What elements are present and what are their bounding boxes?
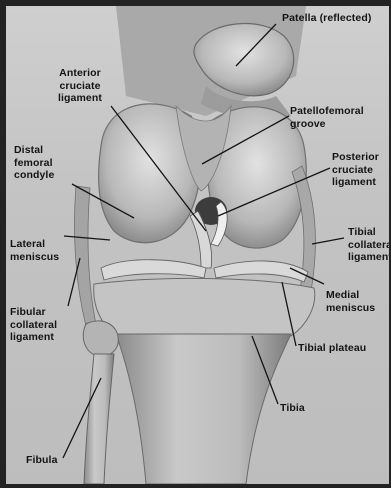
label-tibial-collateral-ligament: Tibial collateral ligament (348, 226, 389, 264)
label-tibial-plateau: Tibial plateau (298, 342, 366, 355)
lateral-meniscus-shape (101, 260, 206, 280)
tibia-shaft (116, 334, 291, 484)
fibula-shaft (84, 354, 114, 484)
label-distal-femoral-condyle: Distal femoral condyle (14, 144, 54, 182)
figure-paper: Patella (reflected) Anterior cruciate li… (6, 6, 389, 484)
fibula-head (83, 321, 118, 356)
label-anterior-cruciate-ligament: Anterior cruciate ligament (46, 67, 114, 105)
label-fibula: Fibula (26, 454, 58, 467)
label-fibular-collateral-ligament: Fibular collateral ligament (10, 306, 57, 344)
label-patellofemoral-groove: Patellofemoral groove (290, 105, 364, 130)
label-medial-meniscus: Medial meniscus (326, 289, 375, 314)
label-patella: Patella (reflected) (282, 12, 371, 25)
label-lateral-meniscus: Lateral meniscus (10, 238, 59, 263)
tibial-plateau-shape (94, 278, 315, 336)
label-posterior-cruciate-ligament: Posterior cruciate ligament (332, 151, 379, 189)
fibular-collateral-shape (74, 186, 96, 326)
label-tibia: Tibia (280, 402, 305, 415)
